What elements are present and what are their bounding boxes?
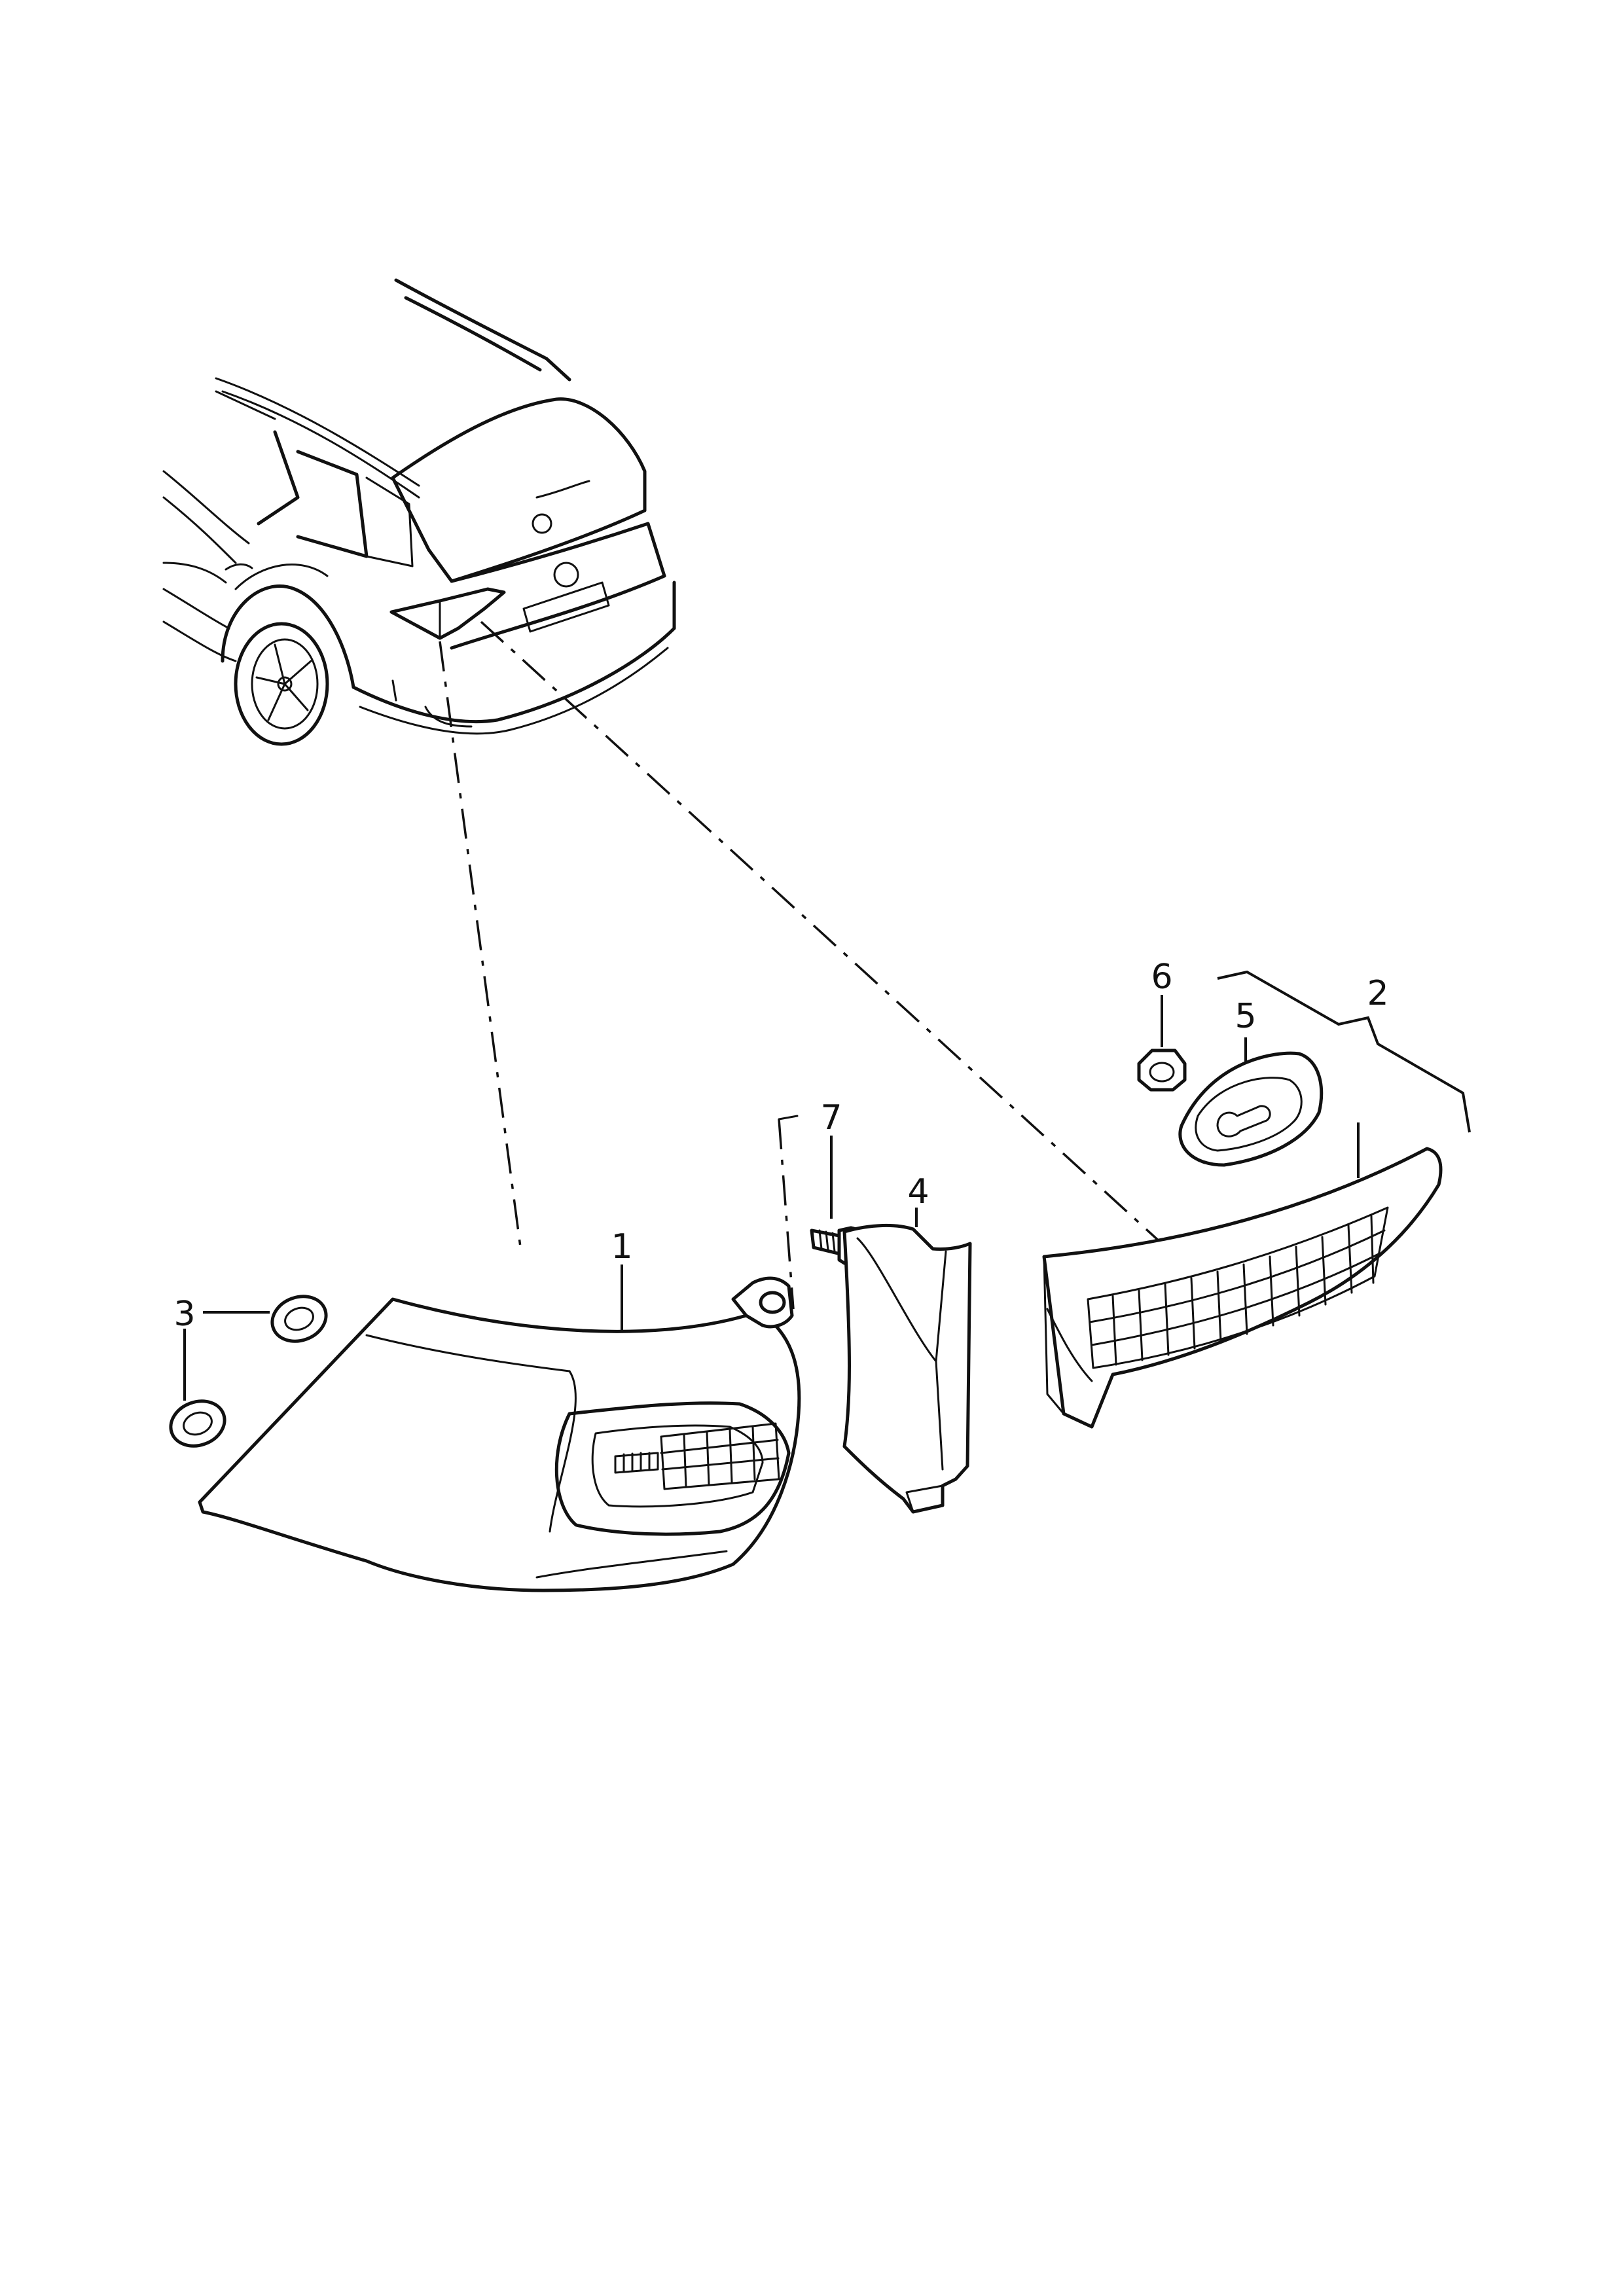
callout-2: 2 <box>1367 974 1388 1013</box>
callout-1: 1 <box>611 1227 632 1266</box>
part-3-grommets <box>169 1295 328 1448</box>
reference-lines <box>439 620 1163 1310</box>
part-4-cover-bracket <box>842 1208 972 1514</box>
part-2-inner-tail-light <box>1042 970 1471 1429</box>
part-6-nut <box>1137 995 1187 1092</box>
callout-4: 4 <box>907 1172 929 1211</box>
part-1-outer-tail-light <box>198 1276 801 1592</box>
callout-7: 7 <box>820 1098 842 1138</box>
vehicle-illustration <box>162 278 676 746</box>
callout-6: 6 <box>1151 958 1172 997</box>
callout-5: 5 <box>1235 997 1256 1036</box>
callout-3: 3 <box>173 1295 195 1334</box>
part-5-cover-cap <box>1178 1037 1324 1167</box>
